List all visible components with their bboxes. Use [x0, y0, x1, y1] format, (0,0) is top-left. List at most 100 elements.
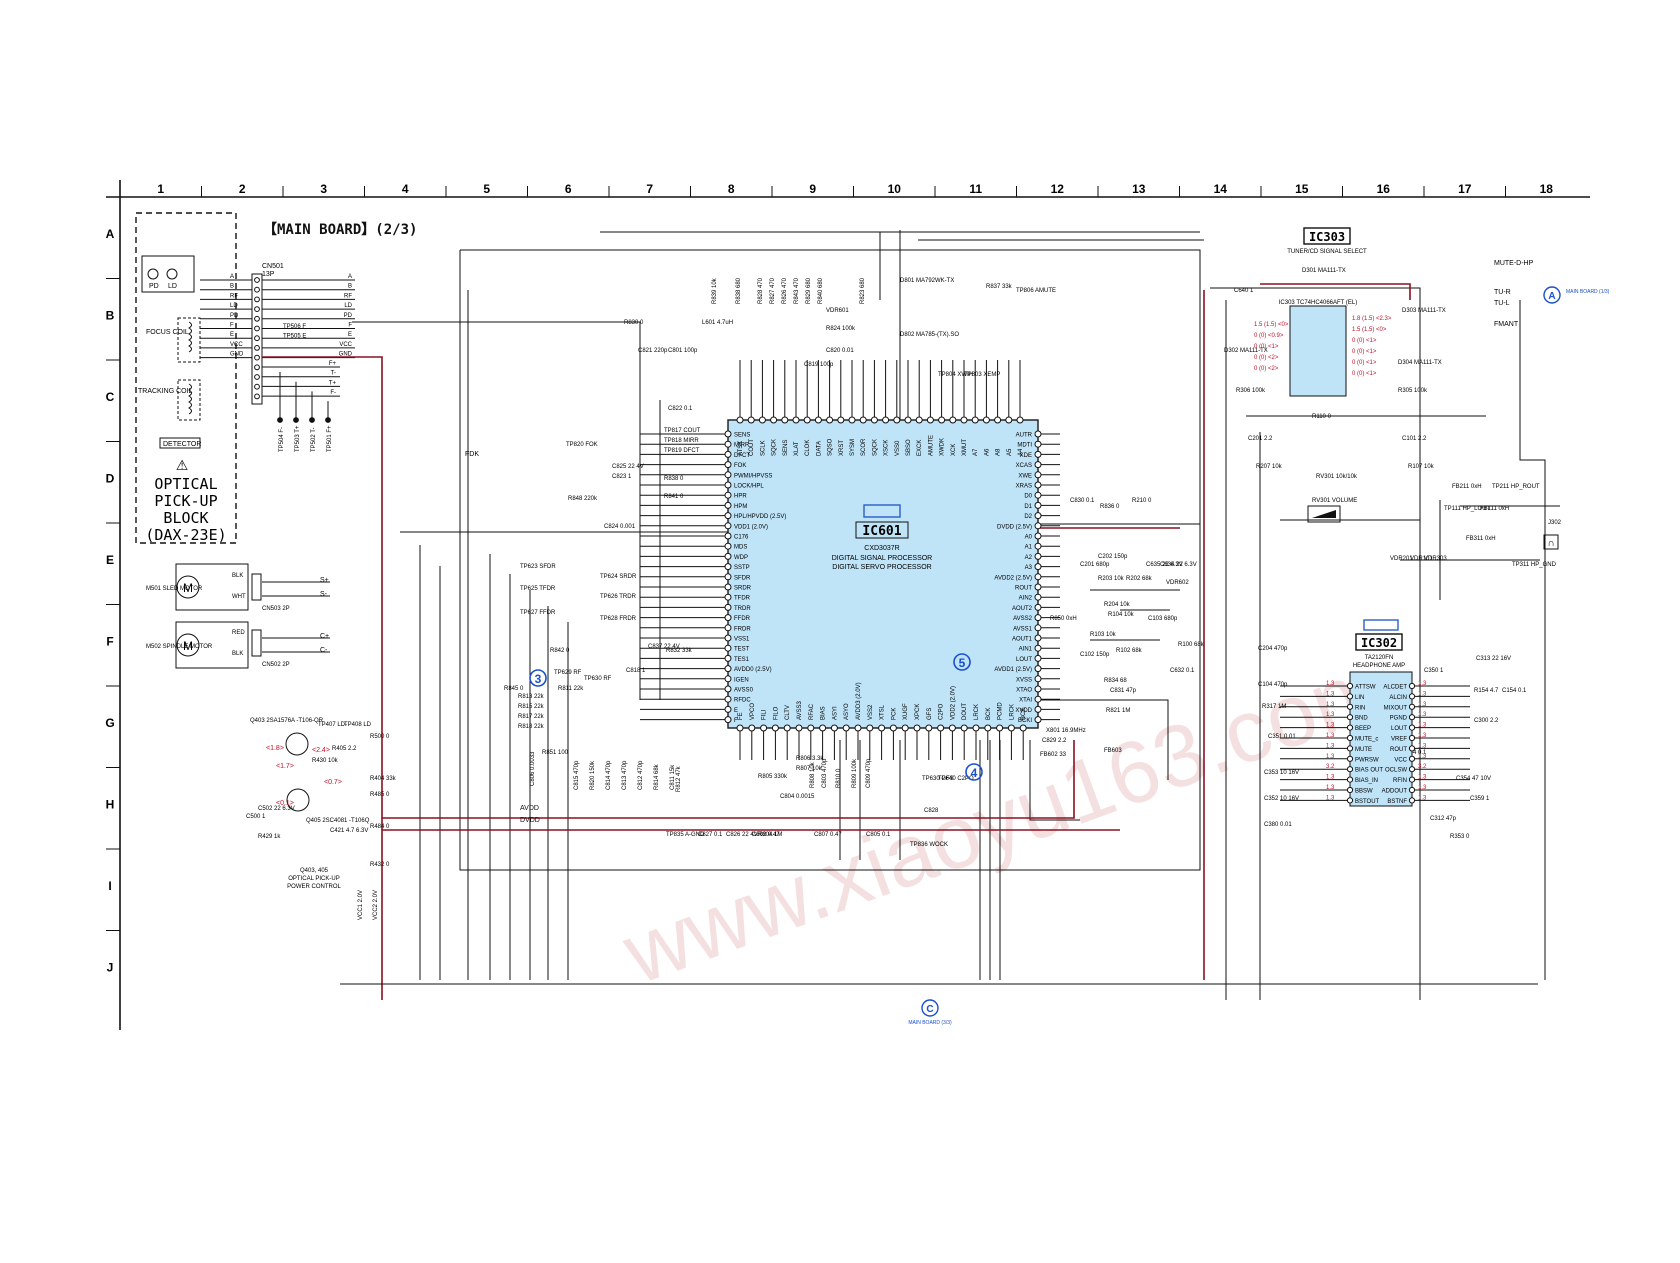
cn501-pin — [254, 286, 260, 293]
ic302-left-pin: LIN — [1355, 695, 1364, 701]
ic303-level: 0 (0) <2> — [1254, 366, 1279, 372]
left-components-label: R813 22k — [518, 694, 545, 700]
cn501-pin — [254, 306, 260, 313]
cn501-pin — [254, 315, 260, 322]
tu-l-label: TU-L — [1494, 300, 1510, 307]
ic601-bottom-pin: GFS — [927, 708, 933, 720]
bottom-components-label: R804 1M — [758, 832, 782, 838]
ic601-bottom-pin: ASYI — [832, 706, 838, 720]
ic302-left-pin: ATTSW — [1355, 685, 1376, 691]
ic601-top-pin: COUT — [749, 439, 755, 456]
pickup-title-2: PICK-UP — [154, 492, 217, 510]
q403-icon — [285, 732, 309, 756]
ic601-right-pin: A1 — [1025, 545, 1033, 551]
main-board-c-label: MAIN BOARD (3/3) — [908, 1020, 952, 1026]
pickup-power-control: Q403 2SA1576A -T106-QR Q405 2SC4081 -T10… — [246, 718, 397, 890]
grid-row-I: I — [108, 879, 111, 893]
bottom-components-label: C814 470p — [606, 760, 612, 790]
tp-line-1: TP505 E — [283, 334, 306, 340]
ic601-right-pin: AVSS1 — [1013, 626, 1033, 632]
spindle-sig-2: C- — [320, 647, 328, 654]
bottom-components-label: C812 470p — [638, 760, 644, 790]
right-components-label: R104 10k — [1108, 612, 1135, 618]
right-section-label: R306 100k — [1236, 388, 1266, 394]
ic601-left-pin: SSTP — [734, 565, 750, 571]
ic601-top-pin: XCK — [951, 444, 957, 456]
right-section-label: R207 10k — [1256, 464, 1283, 470]
bottom-components-label: TP836 WOCK — [910, 842, 948, 848]
ic303-levels: 1.8 (1.5) <2.3>1.5 (1.5) <0>1.5 (1.5) <0… — [1254, 316, 1392, 377]
power-note-1: Q403, 405 — [300, 868, 329, 874]
main-board-a-label: MAIN BOARD (1/3) — [1566, 289, 1610, 295]
grid-col-12: 12 — [1051, 182, 1065, 196]
ic601-top-pin: A8 — [996, 448, 1002, 456]
grid-row-A: A — [106, 227, 115, 241]
ic601-bottom-pin: PCK — [891, 708, 897, 720]
ic303-level: 0 (0) <1> — [1352, 338, 1377, 344]
laser-diode-icon — [166, 268, 178, 280]
ic302-right-pin: ADDOUT — [1382, 789, 1408, 795]
grid-col-6: 6 — [565, 182, 572, 196]
ic302-level-left: 3.2 — [1326, 764, 1335, 770]
right-section-label: D303 MA111-TX — [1402, 308, 1446, 314]
right-section-label: TP111 HP_LOUT — [1444, 506, 1490, 512]
right-section-label: R353 0 — [1450, 834, 1470, 840]
ic302-right-pin: VREF — [1391, 737, 1407, 743]
focus-coil-label: FOCUS COIL — [146, 329, 189, 336]
bottom-components-label: R851 100 — [542, 750, 569, 756]
ic601-right-pin: XTAI — [1019, 698, 1032, 704]
bottom-components-label: C811 15k — [670, 764, 676, 790]
cn501-left-0: A — [230, 274, 234, 280]
mute-hp-label: MUTE-D-HP — [1494, 260, 1534, 267]
ic601-right-pin: AVDD2 (2.5V) — [994, 575, 1032, 581]
right-section-label: C104 470p — [1258, 682, 1288, 688]
right-section-label: FB111 0xH — [1480, 506, 1509, 512]
right-section-label: C380 0.01 — [1264, 822, 1292, 828]
ic302-level-left: 1.3 — [1326, 681, 1335, 687]
grid-col-3: 3 — [320, 182, 327, 196]
ic601-right-pin: A2 — [1025, 555, 1033, 561]
top-components-label: R843 470 — [794, 277, 800, 304]
grid-row-B: B — [106, 308, 115, 322]
pickup-part-12: R432 0 — [370, 862, 390, 868]
ic601-left-pin: SFDR — [734, 575, 751, 581]
q403-label: Q403 2SA1576A -T106-QR — [250, 718, 324, 724]
ic601-bottom-pin: XUGF — [903, 703, 909, 720]
ic302-left-pin: MUTE_c — [1355, 737, 1378, 743]
sled-wire-2: WHT — [232, 594, 246, 600]
callout-4: 4 — [971, 766, 978, 780]
bottom-components-label: R820 150k — [590, 760, 596, 790]
ic601-bottom-pin: XPCK — [915, 704, 921, 720]
ld-label: LD — [168, 283, 177, 290]
photodiode-icon — [147, 268, 159, 280]
ic601-left-pin: TES1 — [734, 657, 750, 663]
right-section-label: C353 10 16V — [1264, 770, 1299, 776]
top-components-label: R829 680 — [806, 277, 812, 304]
ic302-level-right: 1.3 — [1418, 754, 1427, 760]
ic601-left-pin: FRDR — [734, 626, 751, 632]
bottom-components-label: C828 — [924, 808, 939, 814]
ic302-level-right: 1.3 — [1418, 712, 1427, 718]
ic303-level: 0 (0) <0.9> — [1254, 333, 1284, 339]
grid-col-15: 15 — [1295, 182, 1309, 196]
ic601-right-pin: AVDD1 (2.5V) — [994, 667, 1032, 673]
ic601-left-pin: SENS — [734, 433, 750, 439]
tu-r-label: TU-R — [1494, 289, 1511, 296]
ic601-left-pin: PWMI/HPVSS — [734, 473, 772, 479]
ic601-bottom-pin: ASYO — [844, 703, 850, 720]
q405-icon — [286, 788, 310, 812]
ic302-body — [1349, 671, 1413, 807]
focus-coil-icon — [188, 321, 192, 353]
sled-motor-label: M501 SLED MOTOR — [146, 586, 203, 592]
left-components-label: C824 0.001 — [604, 524, 636, 530]
ic601-right-pin: XRAS — [1016, 484, 1032, 490]
ic601-top-pin: SQCK — [772, 439, 778, 456]
ic601-right-pin: DVDD (2.5V) — [997, 524, 1032, 530]
pickup-voltage-2: <1.7> — [276, 763, 294, 770]
top-components-label: C821 220p — [638, 348, 668, 354]
sled-sig-2: S- — [320, 591, 328, 598]
ic601-left-pin: FOK — [734, 463, 746, 469]
ic601-bottom-pin: VDD2 (2.0V) — [950, 686, 956, 720]
cn501-label-2: RF — [344, 293, 352, 299]
